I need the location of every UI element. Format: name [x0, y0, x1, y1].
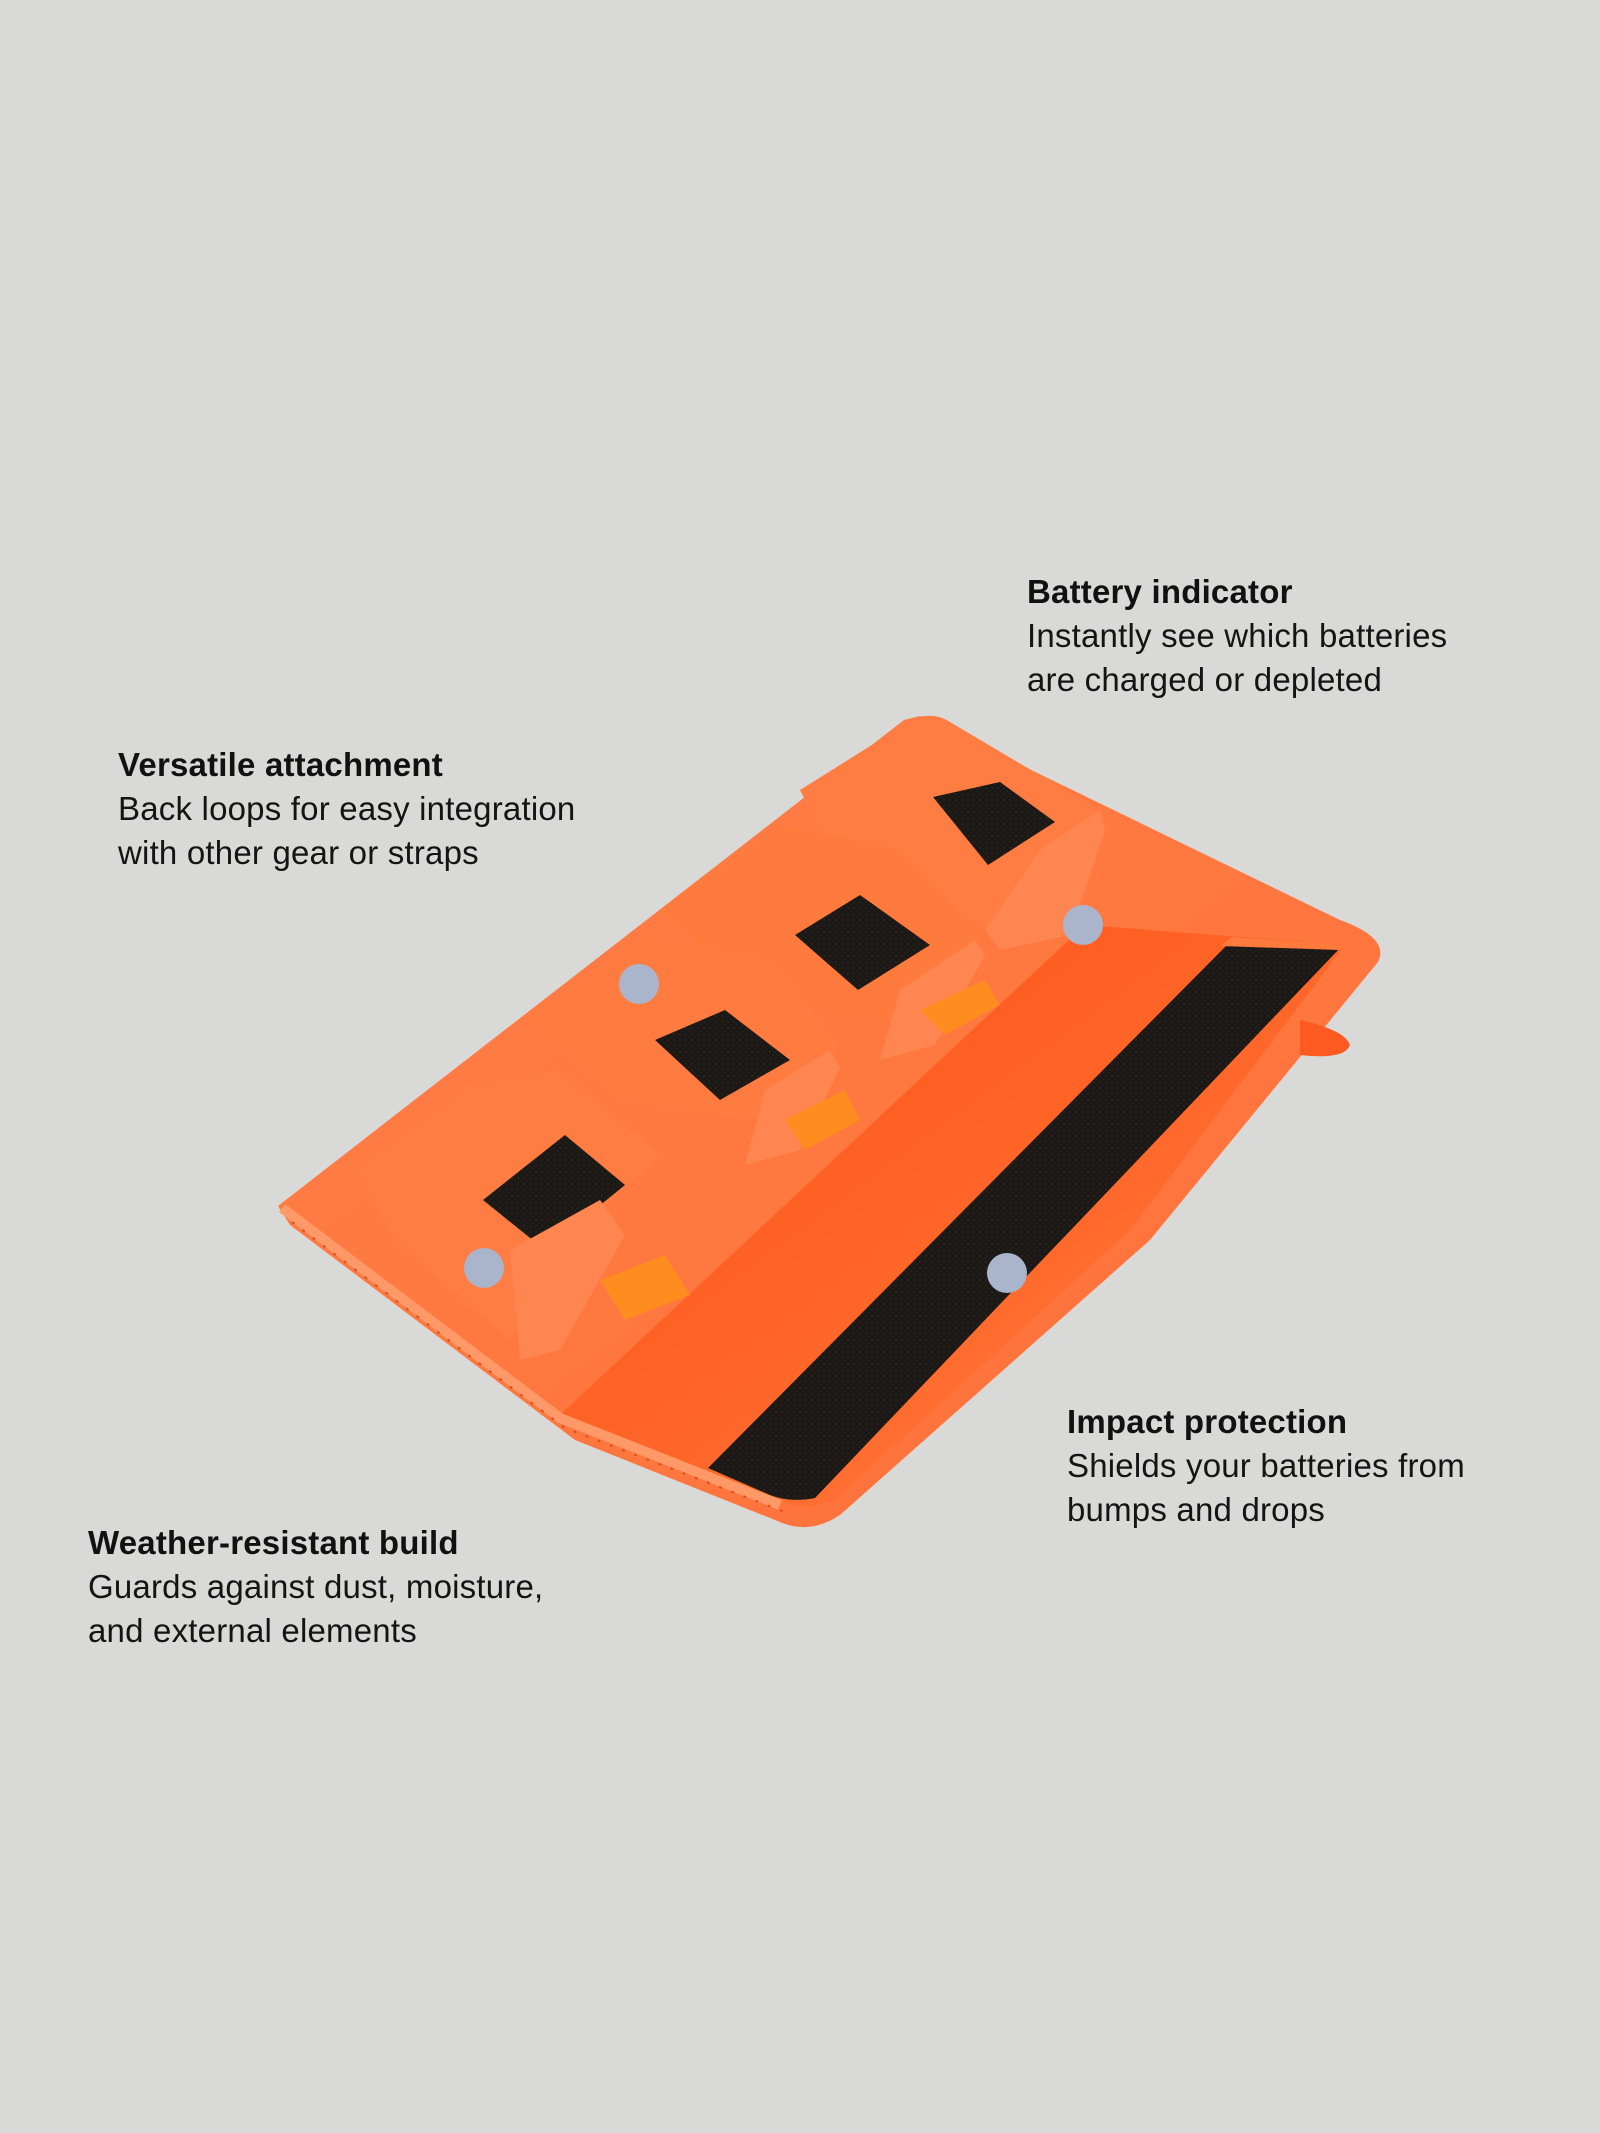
hotspot-weather-resistant-build[interactable]	[464, 1248, 504, 1288]
hotspot-battery-indicator[interactable]	[1063, 905, 1103, 945]
callout-description: bumps and drops	[1067, 1491, 1325, 1528]
callout-title: Weather-resistant build	[88, 1524, 459, 1561]
callout-description: are charged or depleted	[1027, 661, 1383, 698]
callout-description: Guards against dust, moisture,	[88, 1568, 544, 1605]
callout-description: with other gear or straps	[118, 834, 479, 871]
callout-impact-protection: Impact protection Shields your batteries…	[1067, 1400, 1465, 1532]
callout-description: and external elements	[88, 1612, 417, 1649]
callout-title: Battery indicator	[1027, 573, 1293, 610]
callout-description: Shields your batteries from	[1067, 1447, 1465, 1484]
callout-title: Versatile attachment	[118, 746, 443, 783]
hotspot-impact-protection[interactable]	[987, 1253, 1027, 1293]
callout-title: Impact protection	[1067, 1403, 1348, 1440]
callout-description: Instantly see which batteries	[1027, 617, 1448, 654]
hotspot-versatile-attachment[interactable]	[619, 964, 659, 1004]
callout-description: Back loops for easy integration	[118, 790, 576, 827]
callout-battery-indicator: Battery indicator Instantly see which ba…	[1027, 570, 1447, 702]
callout-versatile-attachment: Versatile attachment Back loops for easy…	[118, 743, 575, 875]
callout-weather-resistant-build: Weather-resistant build Guards against d…	[88, 1521, 543, 1653]
